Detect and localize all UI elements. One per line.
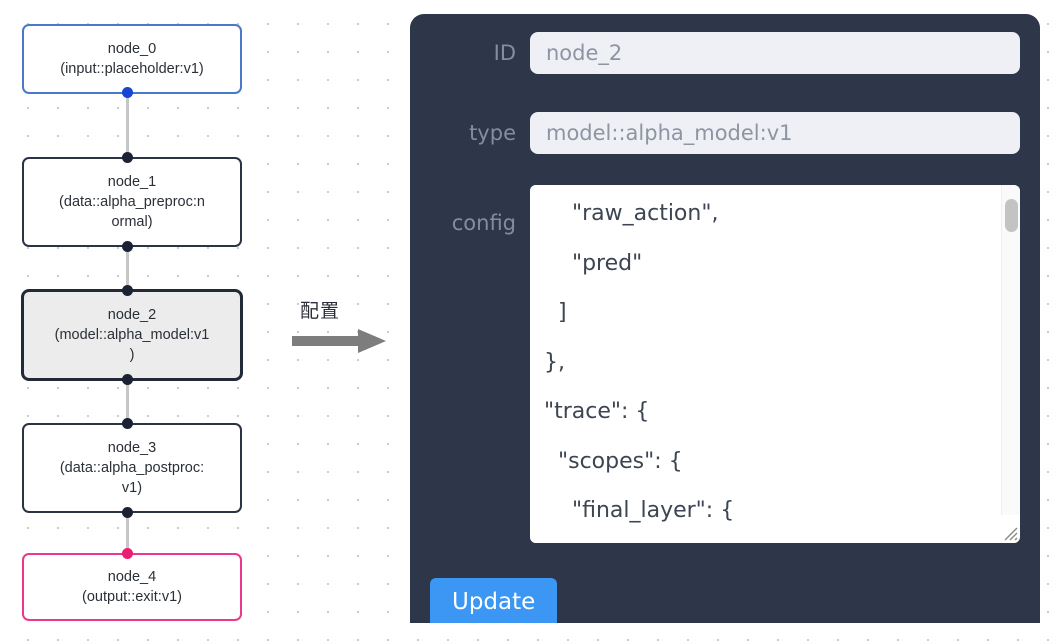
arrow-right-icon: [292, 329, 386, 353]
graph-node-node_3[interactable]: node_3 (data::alpha_postproc: v1): [22, 423, 242, 513]
config-textarea-wrapper: "raw_action", "pred" ] }, "trace": { "sc…: [530, 185, 1020, 543]
field-row-type: type: [410, 112, 1040, 154]
id-field-label: ID: [493, 41, 516, 65]
graph-node-label: node_3 (data::alpha_postproc: v1): [59, 440, 205, 496]
graph-node-label: node_0 (input::placeholder:v1): [60, 41, 204, 77]
port-node_2-in[interactable]: [122, 285, 133, 296]
config-field-label: config: [451, 211, 516, 235]
config-textarea[interactable]: "raw_action", "pred" ] }, "trace": { "sc…: [530, 185, 1002, 543]
field-row-config: config "raw_action", "pred" ] }, "trace"…: [410, 185, 1040, 543]
port-node_3-in[interactable]: [122, 418, 133, 429]
port-node_2-out[interactable]: [122, 374, 133, 385]
port-node_4-in[interactable]: [122, 548, 133, 559]
edge-node1-node2: [126, 243, 129, 285]
resize-handle-icon[interactable]: [999, 522, 1019, 542]
config-annotation: 配置: [292, 296, 392, 355]
graph-node-node_2[interactable]: node_2 (model::alpha_model:v1 ): [22, 290, 242, 380]
graph-node-node_1[interactable]: node_1 (data::alpha_preproc:n ormal): [22, 157, 242, 247]
config-textarea-scroll-thumb[interactable]: [1005, 199, 1018, 232]
config-annotation-label: 配置: [300, 300, 341, 322]
id-input[interactable]: [530, 32, 1020, 74]
graph-node-node_4[interactable]: node_4 (output::exit:v1): [22, 553, 242, 621]
graph-node-label: node_2 (model::alpha_model:v1 ): [54, 307, 210, 363]
graph-node-label: node_4 (output::exit:v1): [82, 569, 182, 605]
type-field-label: type: [469, 121, 516, 145]
edge-node2-node3: [126, 377, 129, 419]
field-row-id: ID: [410, 32, 1040, 74]
node-config-panel: ID type config "raw_action", "pred" ] },…: [410, 14, 1040, 623]
update-button[interactable]: Update: [430, 578, 558, 623]
graph-node-label: node_1 (data::alpha_preproc:n ormal): [59, 174, 205, 230]
config-textarea-scrollbar[interactable]: [1001, 185, 1020, 515]
edge-node3-node4: [126, 510, 129, 552]
port-node_3-out[interactable]: [122, 507, 133, 518]
port-node_1-in[interactable]: [122, 152, 133, 163]
edge-node0-node1: [126, 92, 129, 162]
port-node_1-out[interactable]: [122, 241, 133, 252]
port-node_0-out[interactable]: [122, 87, 133, 98]
graph-node-node_0[interactable]: node_0 (input::placeholder:v1): [22, 24, 242, 94]
type-input[interactable]: [530, 112, 1020, 154]
